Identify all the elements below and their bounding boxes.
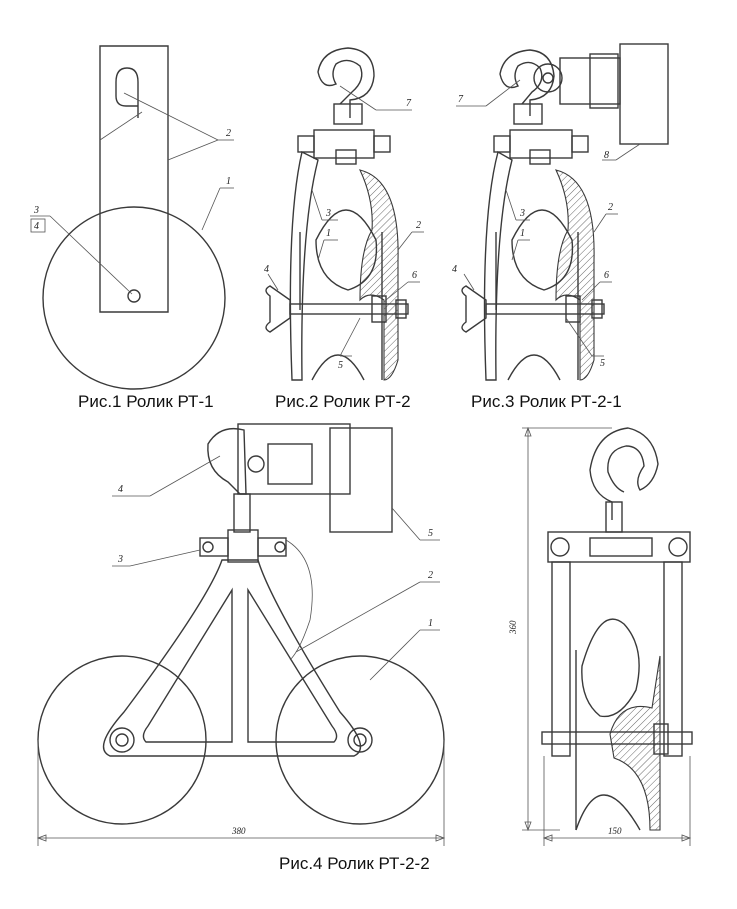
fig3-frame: [483, 150, 513, 381]
fig2-callout-7: 7: [406, 98, 412, 109]
fig1-axle: [127, 289, 141, 303]
fig2-top-nut-left: [297, 135, 315, 153]
fig2-roller-body: [315, 209, 378, 291]
fig4-side-roller-section: [609, 655, 661, 831]
fig4-clamp-body: [237, 423, 351, 495]
fig4-side-axle: [541, 731, 693, 745]
fig4-side-roller-body: [581, 618, 640, 718]
fig2-callout-5: 5: [338, 360, 343, 371]
fig1-callout-2: 2: [226, 128, 231, 139]
fig4-caption: Рис.4 Ролик РТ-2-2: [279, 854, 430, 873]
fig2-wing-nut: [265, 285, 291, 333]
fig2-callout-4: 4: [264, 264, 269, 275]
fig4-roller-right: [275, 655, 445, 825]
fig4-front-drawing: 380 4 5 3 2 1: [36, 423, 446, 846]
fig2-callout-6: 6: [412, 270, 417, 281]
fig1-roller-wheel: [42, 206, 226, 390]
fig4-dimension-width: 380: [231, 826, 246, 836]
fig4-clamp-plate: [329, 427, 393, 533]
fig3-wing-nut: [461, 285, 487, 333]
fig4-right-axle-nut: [347, 727, 373, 753]
fig4-dimension-height: 360: [508, 620, 518, 635]
fig1-callout-1: 1: [226, 176, 231, 187]
fig4-side-hook: [589, 427, 659, 520]
fig4-side-drawing: 360 150: [508, 426, 693, 846]
fig3-callout-4: 4: [452, 264, 457, 275]
fig3-callout-1: 1: [520, 228, 525, 239]
fig1-callout-4: 4: [34, 221, 39, 232]
fig4-callout-3: 3: [117, 554, 123, 565]
fig4-callout-4: 4: [118, 484, 123, 495]
fig3-callout-2: 2: [608, 202, 613, 213]
fig3-callout-7: 7: [458, 94, 464, 105]
fig2-frame: [289, 150, 319, 381]
fig3-clamp-plate: [619, 43, 669, 145]
fig3-hook: [499, 49, 555, 116]
fig4-side-top-bar: [547, 531, 691, 563]
fig2-top-nut-right: [373, 135, 391, 153]
fig4-side-right-cheek: [663, 561, 683, 757]
fig1-bracket-plate: [99, 45, 169, 313]
fig2-callout-3: 3: [325, 208, 331, 219]
fig3-callout-8: 8: [604, 150, 609, 161]
fig4-callout-5: 5: [428, 528, 433, 539]
fig3-top-nut-right: [571, 135, 589, 153]
fig4-left-axle-nut: [109, 727, 135, 753]
fig4-callout-1: 1: [428, 618, 433, 629]
fig1-drawing: 2 1 3 4: [30, 45, 234, 390]
fig3-caption: Рис.3 Ролик РТ-2-1: [471, 392, 622, 411]
fig2-callout-2: 2: [416, 220, 421, 231]
fig3-drawing: 7 8 3 1 2 6 4 5: [452, 43, 669, 381]
fig2-drawing: 7 3 1 2 6 4 5: [264, 47, 424, 381]
fig4-hook: [207, 427, 247, 495]
fig4-roller-left: [37, 655, 207, 825]
fig4-callout-2: 2: [428, 570, 433, 581]
fig1-callout-3: 3: [33, 205, 39, 216]
fig3-top-nut-left: [493, 135, 511, 153]
fig1-caption: Рис.1 Ролик РТ-1: [78, 392, 214, 411]
fig3-callout-5: 5: [600, 358, 605, 369]
fig3-callout-6: 6: [604, 270, 609, 281]
fig2-caption: Рис.2 Ролик РТ-2: [275, 392, 411, 411]
fig1-hook-slot: [115, 67, 139, 118]
fig4-side-left-cheek: [551, 561, 571, 757]
fig4-triangle-frame: [102, 559, 362, 757]
fig3-callout-3: 3: [519, 208, 525, 219]
fig2-roller-section: [359, 169, 399, 381]
fig2-callout-1: 1: [326, 228, 331, 239]
fig4-dimension-side-width: 150: [608, 826, 622, 836]
fig2-hook: [317, 47, 375, 118]
fig3-roller-body: [511, 209, 574, 291]
fig3-roller-section: [555, 169, 595, 381]
